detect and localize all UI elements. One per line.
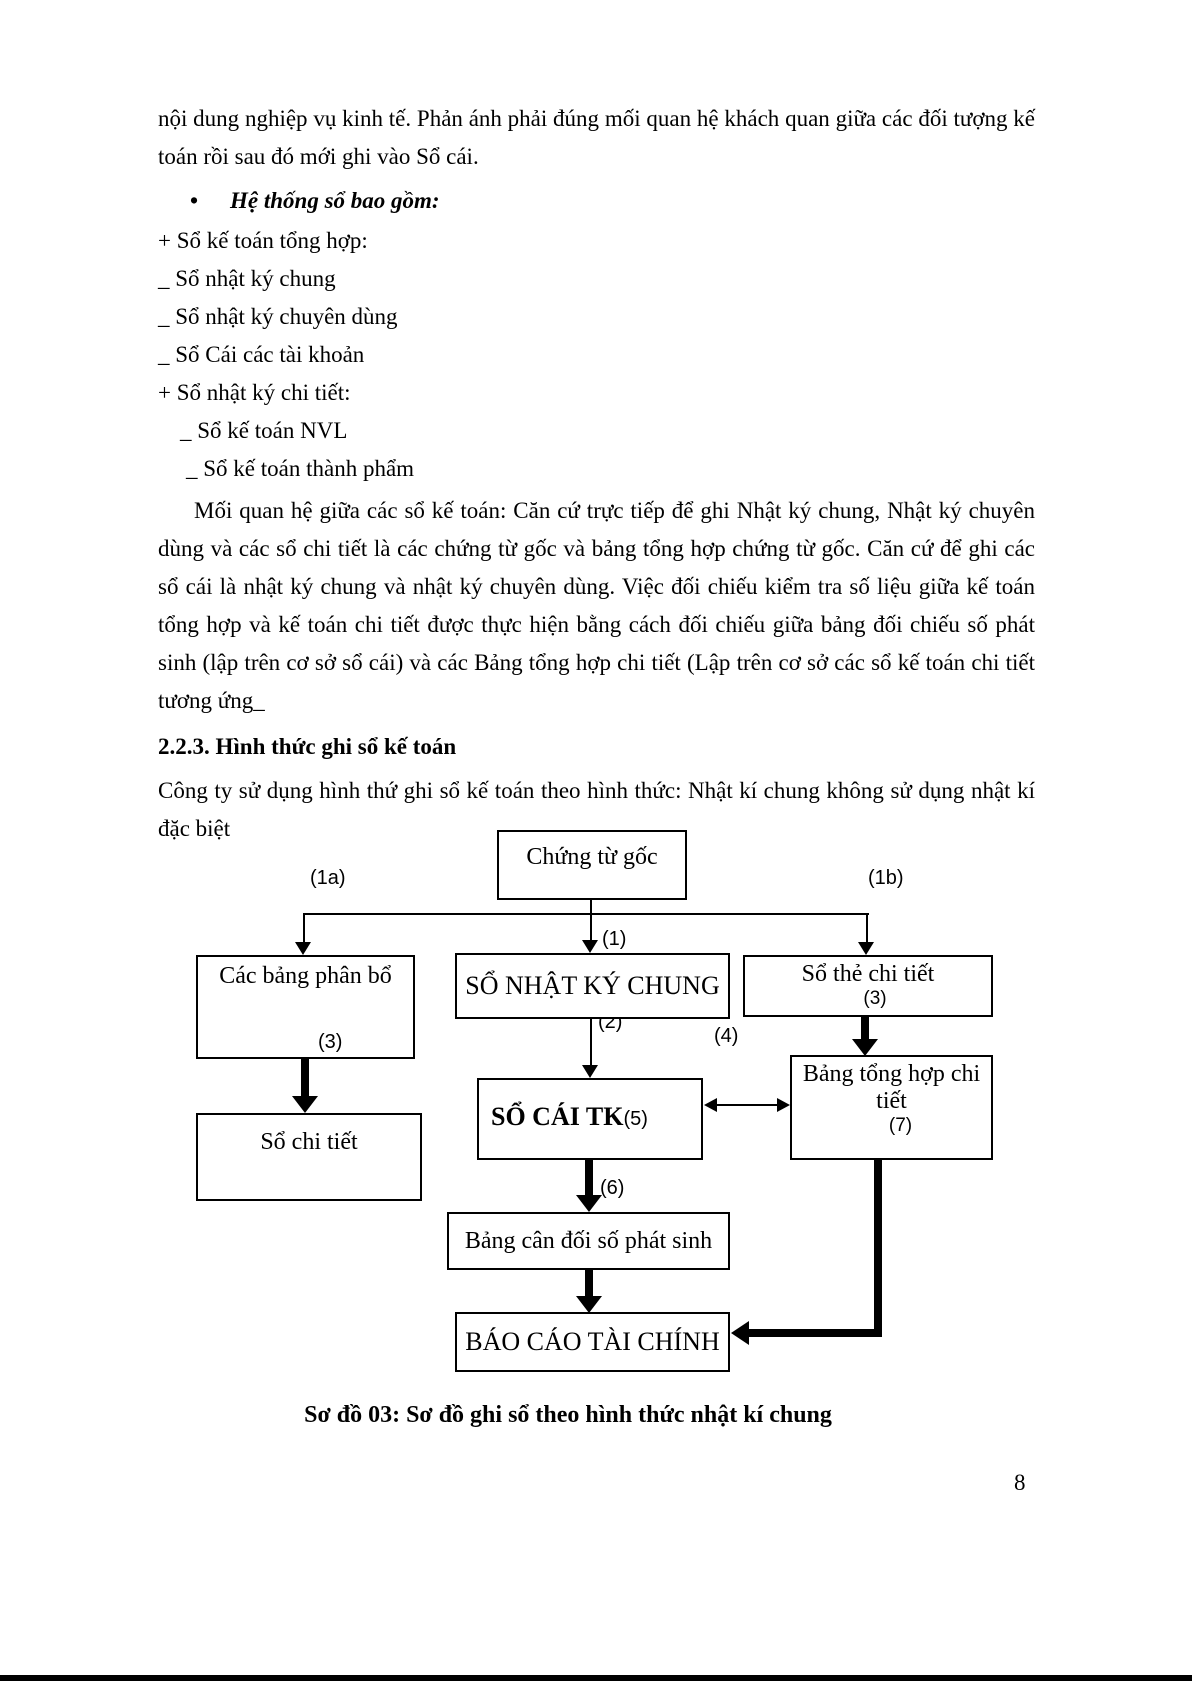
box-cac-bang-phan-bo: Các bảng phân bổ <box>196 955 415 1059</box>
connector-line <box>590 1019 592 1066</box>
connector-line <box>303 913 305 942</box>
arrow-down-icon <box>582 1065 598 1078</box>
box-so-cai-tk: SỔ CÁI TK(5) <box>477 1078 703 1160</box>
page-bottom-rule <box>0 1675 1192 1681</box>
box-label: SỔ CÁI TK <box>491 1102 624 1131</box>
list-item: _ Sổ nhật ký chuyên dùng <box>158 304 398 329</box>
arrow-down-icon <box>576 1195 602 1212</box>
box-bang-tong-hop-chi-tiet: Bảng tổng hợp chi tiết (7) <box>790 1055 993 1160</box>
connector-line <box>716 1104 777 1106</box>
relation-paragraph: Mối quan hệ giữa các sổ kế toán: Căn cứ … <box>158 498 1035 713</box>
ledger-list: + Sổ kế toán tổng hợp: _ Sổ nhật ký chun… <box>158 222 1035 488</box>
flow-label-5: (5) <box>623 1108 648 1130</box>
flow-label-1: (1) <box>602 928 627 950</box>
section-body-paragraph: Công ty sử dụng hình thứ ghi sổ kế toán … <box>158 778 1035 841</box>
thick-connector <box>861 1017 869 1040</box>
list-item: + Sổ nhật ký chi tiết: <box>158 380 351 405</box>
arrow-down-icon <box>292 1096 318 1113</box>
flow-label-3-right: (3) <box>863 988 887 1009</box>
arrow-down-icon <box>576 1296 602 1313</box>
box-label: BÁO CÁO TÀI CHÍNH <box>465 1327 720 1356</box>
arrow-down-icon <box>852 1039 878 1056</box>
page-number: 8 <box>1014 1470 1026 1495</box>
connector-line <box>866 913 868 942</box>
list-item: _ Sổ nhật ký chung <box>158 266 336 291</box>
box-label: Bảng tổng hợp chi tiết <box>802 1061 981 1114</box>
box-label: Các bảng phân bổ <box>219 963 392 989</box>
thick-connector <box>585 1160 593 1196</box>
section-heading: 2.2.3. Hình thức ghi sổ kế toán <box>158 734 457 759</box>
box-label: Sổ thẻ chi tiết <box>801 961 935 987</box>
connector-line <box>304 913 869 915</box>
box-so-the-chi-tiet: Sổ thẻ chi tiết (3) <box>743 955 993 1017</box>
arrow-left-icon <box>731 1321 749 1345</box>
box-label: Bảng cân đối số phát sinh <box>464 1227 713 1254</box>
list-item: _ Sổ Cái các tài khoản <box>158 342 365 367</box>
thick-connector <box>749 1329 882 1337</box>
flow-label-1b: (1b) <box>868 867 904 889</box>
box-so-nhat-ky-chung: SỔ NHẬT KÝ CHUNG <box>455 953 730 1019</box>
flowchart-diagram: (1a) (1b) (1) (2) (4) (3) (6) <box>0 830 1192 1470</box>
box-label: Sổ chi tiết <box>260 1129 358 1155</box>
thick-connector <box>585 1270 593 1297</box>
bullet-icon: • <box>190 188 199 213</box>
box-bang-can-doi: Bảng cân đối số phát sinh <box>447 1212 730 1270</box>
box-label: Chứng từ gốc <box>526 844 658 870</box>
box-chung-tu-goc: Chứng từ gốc <box>497 830 687 900</box>
flow-label-3-left: (3) <box>318 1031 343 1053</box>
diagram-caption: Sơ đồ 03: Sơ đồ ghi sổ theo hình thức nh… <box>304 1402 832 1428</box>
box-bao-cao-tai-chinh: BÁO CÁO TÀI CHÍNH <box>455 1312 730 1372</box>
box-so-chi-tiet: Sổ chi tiết <box>196 1113 422 1201</box>
page-content: nội dung nghiệp vụ kinh tế. Phản ánh phả… <box>158 106 1035 841</box>
list-item: _ Sổ kế toán NVL <box>180 418 348 443</box>
list-item: _ Sổ kế toán thành phẩm <box>186 456 415 481</box>
arrow-down-icon <box>582 940 598 953</box>
bullet-heading-line: • Hệ thống sổ bao gồm: <box>190 182 1035 220</box>
flow-label-1a: (1a) <box>310 867 346 889</box>
intro-paragraph: nội dung nghiệp vụ kinh tế. Phản ánh phả… <box>158 106 1035 169</box>
thick-connector <box>301 1059 309 1097</box>
arrow-left-icon <box>704 1098 717 1112</box>
connector-line <box>590 900 592 941</box>
flow-label-4: (4) <box>714 1025 739 1047</box>
box-label: SỔ NHẬT KÝ CHUNG <box>465 971 720 1000</box>
list-item: + Sổ kế toán tổng hợp: <box>158 228 368 253</box>
arrow-right-icon <box>777 1098 790 1112</box>
flow-label-6: (6) <box>600 1177 625 1199</box>
arrow-down-icon <box>295 942 311 955</box>
arrow-down-icon <box>858 942 874 955</box>
bullet-heading: Hệ thống sổ bao gồm: <box>230 188 440 213</box>
flow-label-7: (7) <box>888 1115 913 1136</box>
thick-connector <box>874 1160 882 1337</box>
